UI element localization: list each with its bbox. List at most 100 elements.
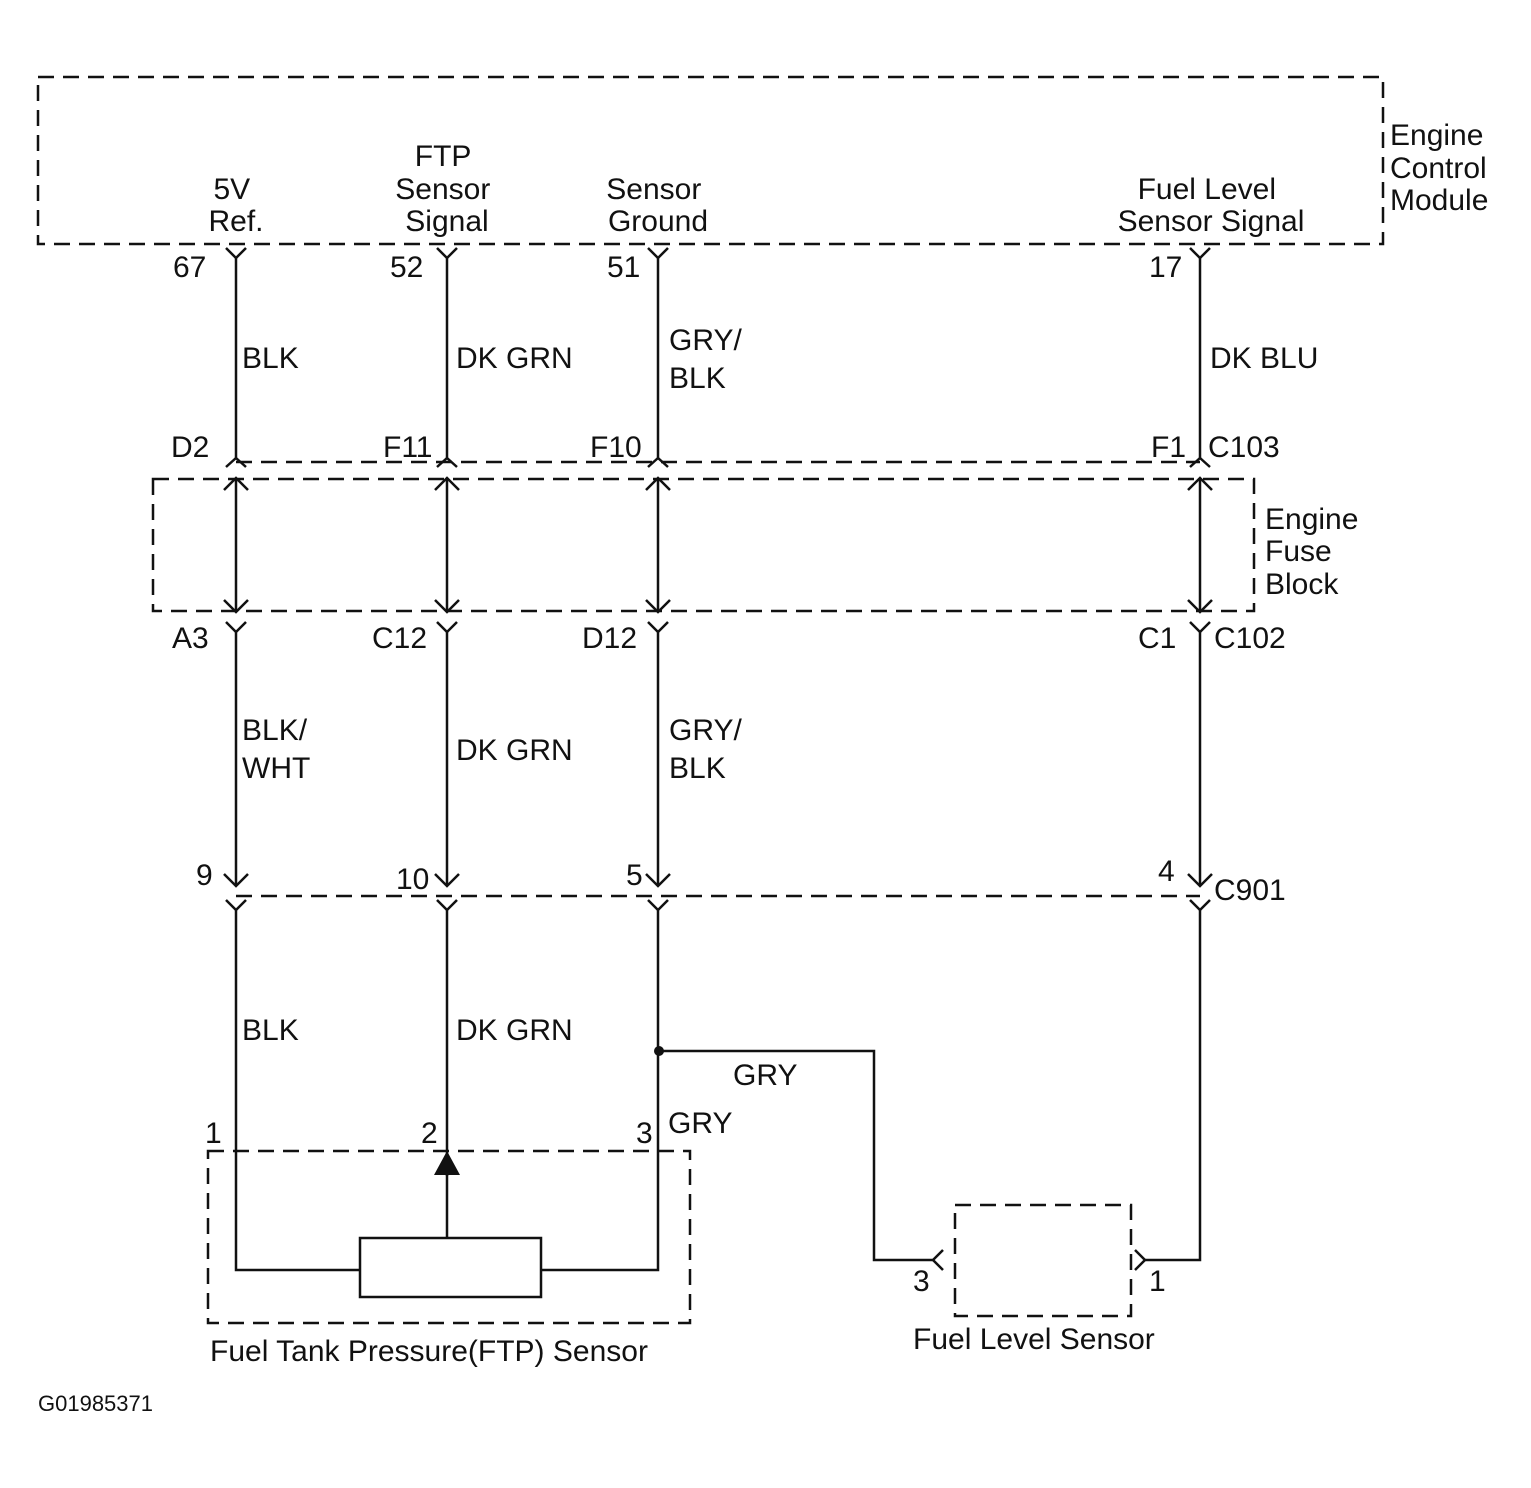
- ecm-connector-symbol-17: [1189, 247, 1211, 260]
- fuse-block-label-line2: Fuse: [1265, 535, 1332, 568]
- ecm-terminal-ftp-signal-line3: Signal: [405, 205, 488, 238]
- ecm-pin-51: 51: [607, 251, 640, 284]
- wire-color-grybl-upper: GRY/ BLK: [669, 324, 750, 395]
- c901-arrow-4: [1187, 873, 1213, 888]
- c102-symbol-d12: [647, 621, 669, 634]
- wire-color-grybl-middle: GRY/ BLK: [669, 714, 750, 785]
- c103-connector-id: C103: [1208, 431, 1280, 464]
- ecm-label-line1: Engine: [1390, 119, 1483, 152]
- c103-symbol-d2: [225, 456, 247, 468]
- ecm-terminal-fuel-level-signal: Fuel Level Sensor Signal: [1118, 173, 1305, 238]
- ecm-connector-symbol-51: [647, 247, 669, 260]
- c901-connector-id: C901: [1214, 874, 1286, 907]
- wire-blk-lower: [234, 910, 360, 1272]
- fuel-level-connector-1: [1134, 1249, 1147, 1271]
- ftp-pin-1: 1: [205, 1117, 222, 1150]
- fuel-level-connector-3: [931, 1249, 944, 1271]
- wire-gry-ftp: [541, 910, 660, 1272]
- wire-color-dkgrn-middle: DK GRN: [456, 734, 573, 767]
- c901-pin-9: 9: [196, 859, 213, 892]
- wire-color-gry-branch: GRY: [733, 1059, 797, 1092]
- ecm-terminal-sensor-ground: Sensor Ground: [606, 173, 709, 238]
- fuse-block-arrows: [223, 476, 1213, 614]
- fuse-block-outline: [151, 477, 1256, 613]
- wire-color-blk-lower: BLK: [242, 1014, 299, 1047]
- c901-pin-10: 10: [396, 863, 429, 896]
- wire-color-grybl-upper-line2: BLK: [669, 362, 726, 395]
- c901-symbol-4: [1189, 899, 1211, 912]
- fuel-level-pin-1: 1: [1149, 1265, 1166, 1298]
- c901-symbol-9: [225, 899, 247, 912]
- wire-color-dkblu-upper: DK BLU: [1210, 342, 1318, 375]
- ecm-connector-symbol-67: [225, 247, 247, 260]
- ecm-label-line3: Module: [1390, 184, 1488, 217]
- c103-pin-f11: F11: [383, 431, 432, 464]
- ecm-connector-symbol-52: [436, 247, 458, 260]
- c103-pin-f1: F1: [1151, 431, 1186, 464]
- fuel-level-pin-3: 3: [913, 1265, 930, 1298]
- c102-pin-c1: C1: [1138, 622, 1176, 655]
- ecm-terminal-ftp-signal: FTP Sensor Signal: [395, 140, 498, 238]
- ecm-pin-52: 52: [390, 251, 423, 284]
- ecm-terminal-5v-ref-line1: 5V: [213, 173, 250, 206]
- ecm-pin-67: 67: [173, 251, 206, 284]
- wire-color-dkgrn-lower: DK GRN: [456, 1014, 573, 1047]
- c103-pin-f10: F10: [590, 431, 642, 464]
- ecm-pin-17: 17: [1149, 251, 1182, 284]
- c901-pin-5: 5: [626, 859, 643, 892]
- ftp-signal-arrow-icon: [434, 1151, 460, 1175]
- ecm-terminal-ftp-signal-line2: Sensor: [395, 173, 490, 206]
- wire-color-blkwht-middle-line1: BLK/: [242, 714, 308, 747]
- ecm-terminal-5v-ref: 5V Ref.: [208, 173, 263, 238]
- c102-symbol-c12: [436, 621, 458, 634]
- ecm-terminal-fuel-level-signal-line2: Sensor Signal: [1118, 205, 1305, 238]
- ecm-terminal-5v-ref-line2: Ref.: [208, 205, 263, 238]
- wire-color-blk-upper: BLK: [242, 342, 299, 375]
- figure-id: G01985371: [38, 1391, 153, 1416]
- fuse-block-label-line1: Engine: [1265, 503, 1358, 536]
- wire-color-grybl-middle-line2: BLK: [669, 752, 726, 785]
- fuse-block-label-line3: Block: [1265, 568, 1339, 601]
- ftp-sensor-label: Fuel Tank Pressure(FTP) Sensor: [210, 1335, 648, 1368]
- c901-symbol-5: [647, 899, 669, 912]
- c102-pin-a3: A3: [172, 622, 209, 655]
- ecm-terminal-sensor-ground-line1: Sensor: [606, 173, 701, 206]
- fuel-level-sensor-label: Fuel Level Sensor: [913, 1323, 1155, 1356]
- wire-color-grybl-upper-line1: GRY/: [669, 324, 742, 357]
- c102-pin-c12: C12: [372, 622, 427, 655]
- c102-connector-id: C102: [1214, 622, 1286, 655]
- ecm-outline: [36, 75, 1385, 246]
- wire-gry-branch: [658, 1049, 933, 1262]
- wire-dkblu-lower: [1145, 910, 1202, 1262]
- splice-point: [654, 1046, 664, 1056]
- ecm-label-line2: Control: [1390, 152, 1487, 185]
- c102-symbol-a3: [225, 621, 247, 634]
- wire-color-dkgrn-upper: DK GRN: [456, 342, 573, 375]
- c901-pin-4: 4: [1158, 855, 1175, 888]
- fuel-level-sensor: 3 1 Fuel Level Sensor: [913, 1203, 1166, 1356]
- c901-symbol-10: [436, 899, 458, 912]
- ecm-terminal-fuel-level-signal-line1: Fuel Level: [1138, 173, 1276, 206]
- fuel-level-sensor-outline: [953, 1203, 1133, 1318]
- ftp-sensor-outline: [206, 1149, 692, 1325]
- ecm-terminal-sensor-ground-line2: Ground: [608, 205, 708, 238]
- wire-color-grybl-middle-line1: GRY/: [669, 714, 742, 747]
- ecm-module: Engine Control Module 5V Ref. FTP Sensor…: [36, 75, 1488, 246]
- ftp-sensor: 1 2 3 Fuel Tank Pressure(FTP) Sensor: [205, 1117, 692, 1368]
- c103-symbol-f10: [647, 456, 669, 468]
- c103-symbol-f11: [436, 456, 458, 468]
- fuse-block-module: Engine Fuse Block: [151, 477, 1358, 613]
- ftp-sensor-element: [358, 1236, 543, 1299]
- c901-arrow-10: [434, 873, 460, 888]
- c901-arrow-5: [645, 873, 671, 888]
- ecm-terminal-ftp-signal-line1: FTP: [415, 140, 471, 173]
- c102-symbol-c1: [1189, 621, 1211, 634]
- c102-pin-d12: D12: [582, 622, 637, 655]
- c103-pin-d2: D2: [171, 431, 209, 464]
- c103-symbol-f1: [1189, 456, 1211, 468]
- ftp-pin-3: 3: [636, 1117, 653, 1150]
- ftp-pin-2: 2: [421, 1117, 438, 1150]
- wire-color-blkwht-middle-line2: WHT: [242, 752, 310, 785]
- wire-color-blkwht-middle: BLK/ WHT: [242, 714, 315, 785]
